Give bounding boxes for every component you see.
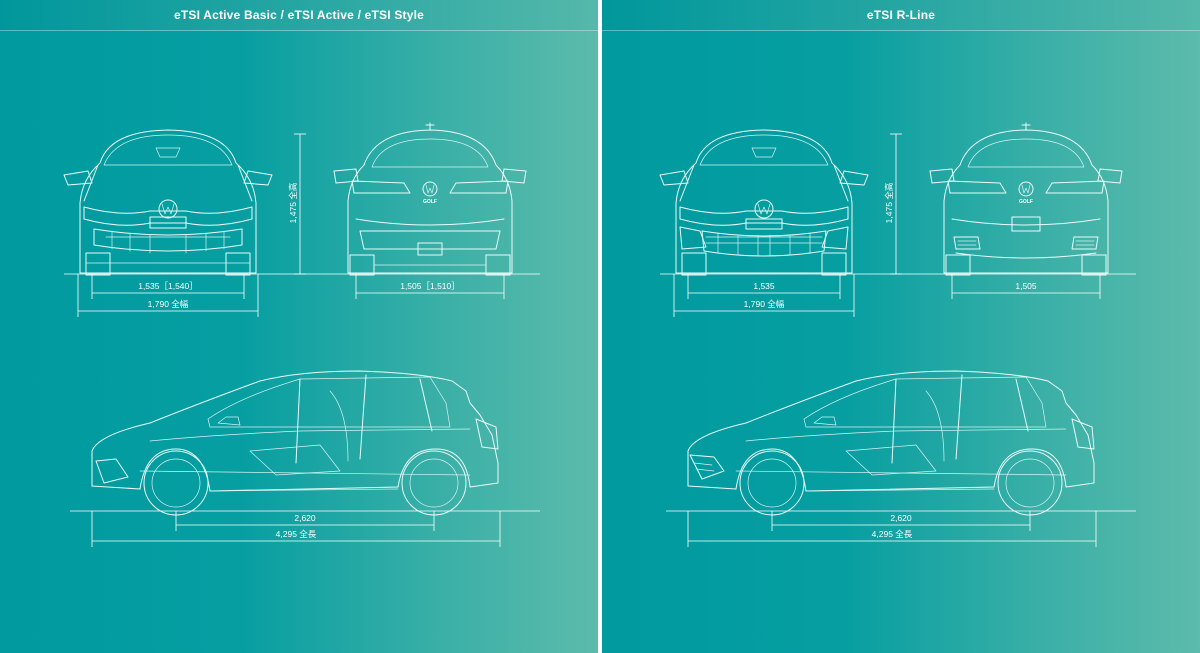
rear-track-label: 1,505 <box>1015 281 1037 291</box>
length-label: 4,295 全長 <box>276 529 317 539</box>
rear-view: GOLF <box>333 122 527 276</box>
wheelbase-label: 2,620 <box>294 513 316 523</box>
height-dimension: 1,475 全高 <box>288 133 306 275</box>
rear-view: GOLF <box>929 122 1123 276</box>
dimension-panel-rline: eTSI R-Line <box>602 0 1200 653</box>
track-dimensions: 1,535［1,540］ 1,790 全幅 1,505［1,510］ <box>77 274 505 317</box>
track-dimensions: 1,535 1,790 全幅 1,505 <box>673 274 1101 317</box>
height-label: 1,475 全高 <box>884 183 894 224</box>
rear-track-label: 1,505［1,510］ <box>400 281 460 291</box>
dimension-drawing: GOLF 1,475 全高 1,535 <box>659 122 1136 547</box>
panel-background <box>0 31 598 653</box>
panel-title: eTSI Active Basic / eTSI Active / eTSI S… <box>0 0 598 31</box>
width-label: 1,790 全幅 <box>744 299 785 309</box>
length-dimensions: 2,620 4,295 全長 <box>91 511 501 547</box>
golf-badge: GOLF <box>423 199 437 205</box>
front-view <box>63 129 273 276</box>
front-view <box>659 129 869 276</box>
panel-title: eTSI R-Line <box>602 0 1200 31</box>
dimension-drawing: GOLF 1,475 全高 1,535［1,540］ <box>63 122 540 547</box>
golf-badge: GOLF <box>1019 199 1033 205</box>
height-dimension: 1,475 全高 <box>884 133 902 275</box>
side-view <box>91 370 499 516</box>
front-track-label: 1,535 <box>753 281 775 291</box>
length-dimensions: 2,620 4,295 全長 <box>687 511 1097 547</box>
side-view <box>687 370 1095 516</box>
wheelbase-label: 2,620 <box>890 513 912 523</box>
length-label: 4,295 全長 <box>872 529 913 539</box>
panel-background <box>602 31 1200 653</box>
width-label: 1,790 全幅 <box>148 299 189 309</box>
panel-divider <box>598 0 602 653</box>
height-label: 1,475 全高 <box>288 183 298 224</box>
dimension-panel-standard: eTSI Active Basic / eTSI Active / eTSI S… <box>0 0 598 653</box>
front-track-label: 1,535［1,540］ <box>138 281 198 291</box>
